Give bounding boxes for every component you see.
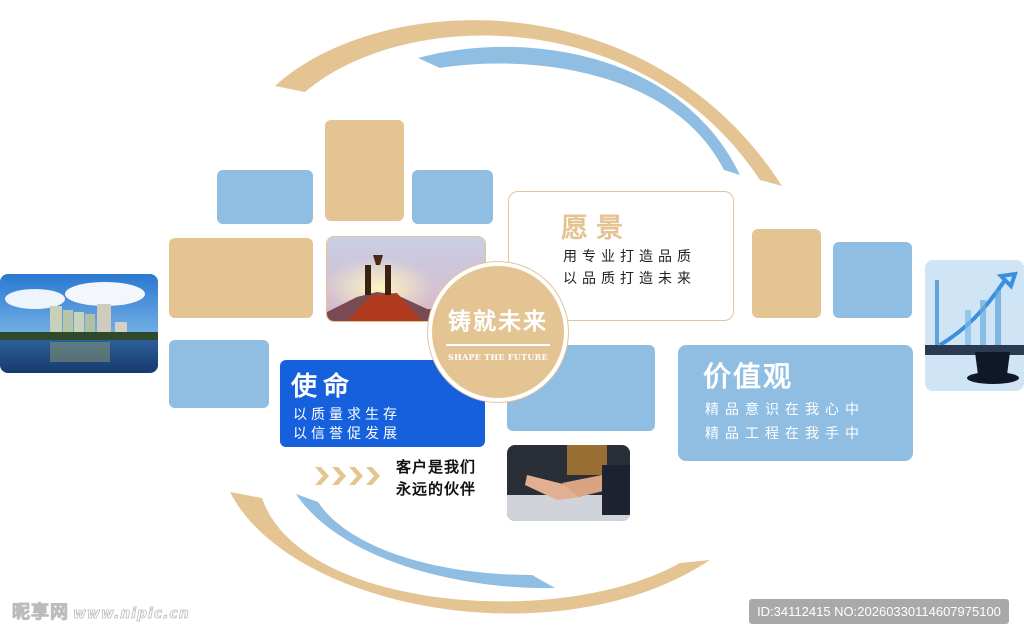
id-bar: ID:34112415 NO:20260330114607975100 [749,599,1009,624]
values-card: 价值观 精品意识在我心中 精品工程在我手中 [678,345,913,461]
values-title: 价值观 [703,360,794,393]
bottom-tan-arc [230,492,710,614]
deco-block-blue [833,242,912,318]
deco-block-tan [752,229,821,318]
chevron-right-icon [315,467,329,485]
top-blue-arc [418,46,740,175]
deco-block-tan [169,238,313,318]
deco-block-tan [325,120,404,221]
partner-slogan: 客户是我们 永远的伙伴 [396,456,476,500]
partner-line: 永远的伙伴 [396,480,477,498]
chevron-right-icon [332,467,346,485]
vision-line: 以品质打造未来 [563,271,696,287]
growth-chart-photo [925,260,1024,391]
watermark-url: www.nipic.cn [73,606,190,623]
center-emblem: 铸就未来 SHAPE THE FUTURE [428,262,568,402]
mission-line: 以信誉促发展 [293,426,401,442]
chevron-right-icon [349,467,363,485]
deco-block-blue [412,170,493,224]
chevron-right-icon [366,467,380,485]
vision-line: 用专业打造品质 [563,249,696,265]
partner-line: 客户是我们 [396,458,477,476]
vision-title: 愿景 [561,213,631,244]
watermark-brand: 昵享网 [12,602,69,624]
deco-block-blue [217,170,313,224]
center-title: 铸就未来 [448,309,548,335]
city-skyline-photo [0,274,158,373]
bottom-blue-arc [296,494,555,589]
center-divider [446,344,550,346]
mission-line: 以质量求生存 [293,407,401,423]
values-line: 精品工程在我手中 [705,426,865,442]
mission-title: 使命 [291,372,356,402]
deco-block-blue [169,340,269,408]
handshake-photo [507,445,630,521]
center-subtitle: SHAPE THE FUTURE [448,352,548,362]
values-line: 精品意识在我心中 [705,402,865,418]
